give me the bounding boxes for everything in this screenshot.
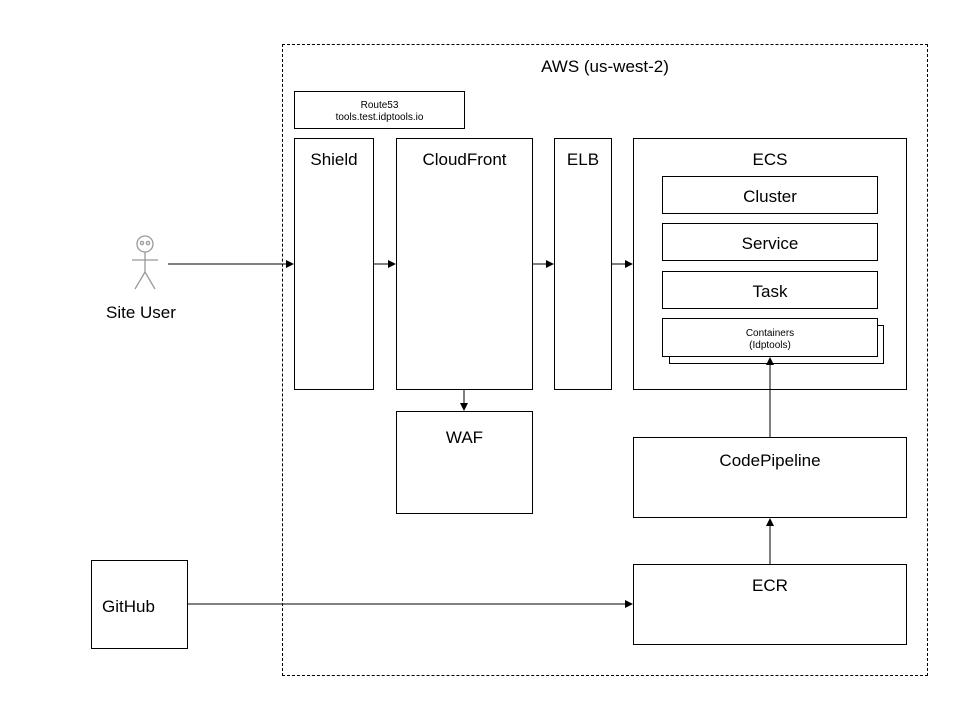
ecr-box[interactable]: ECR xyxy=(633,564,907,645)
cluster-box[interactable]: Cluster xyxy=(662,176,878,214)
site-user-label: Site User xyxy=(106,303,176,322)
ecs-label: ECS xyxy=(752,150,788,169)
route53-domain: tools.test.idptools.io xyxy=(335,112,424,123)
containers-box[interactable]: Containers (Idptools) xyxy=(662,318,878,357)
waf-box[interactable]: WAF xyxy=(396,411,533,514)
containers-label: Containers xyxy=(745,328,795,339)
service-label: Service xyxy=(741,234,799,253)
user-stick-figure-icon xyxy=(132,235,158,290)
route53-label: Route53 xyxy=(360,100,399,111)
aws-region: AWS (us-west-2) xyxy=(282,44,928,676)
codepipeline-box[interactable]: CodePipeline xyxy=(633,437,907,518)
shield-label: Shield xyxy=(310,150,358,169)
ecr-label: ECR xyxy=(752,576,788,595)
shield-box[interactable]: Shield xyxy=(294,138,374,390)
aws-region-label: AWS (us-west-2) xyxy=(541,57,669,76)
github-label: GitHub xyxy=(102,597,155,616)
containers-sublabel: (Idptools) xyxy=(749,340,791,351)
cluster-label: Cluster xyxy=(743,187,797,206)
codepipeline-label: CodePipeline xyxy=(719,451,821,470)
task-label: Task xyxy=(752,282,788,301)
elb-label: ELB xyxy=(566,150,600,169)
cloudfront-label: CloudFront xyxy=(422,150,507,169)
waf-label: WAF xyxy=(445,428,484,447)
service-box[interactable]: Service xyxy=(662,223,878,261)
route53-box[interactable]: Route53 tools.test.idptools.io xyxy=(294,91,465,129)
cloudfront-box[interactable]: CloudFront xyxy=(396,138,533,390)
elb-box[interactable]: ELB xyxy=(554,138,612,390)
github-box[interactable]: GitHub xyxy=(91,560,188,649)
task-box[interactable]: Task xyxy=(662,271,878,309)
